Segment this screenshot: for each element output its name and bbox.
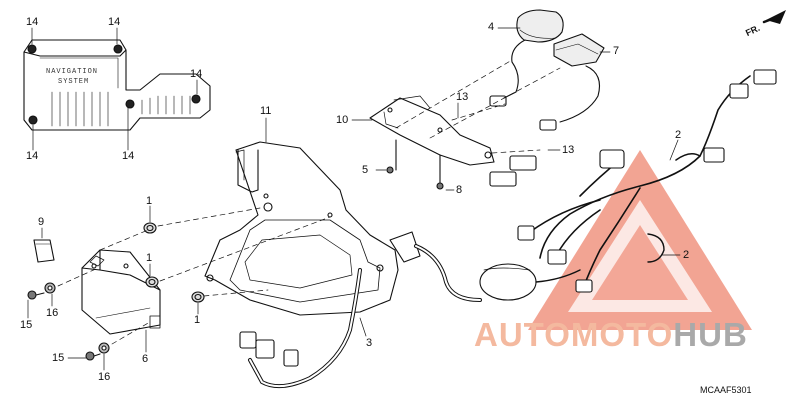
callout-16: 16: [98, 371, 111, 383]
callout-13: 13: [562, 144, 575, 156]
callout-1: 1: [194, 314, 201, 326]
plate-text-line1: NAVIGATION: [46, 68, 99, 76]
lower-harness: [239, 231, 581, 389]
callout-6: 6: [142, 353, 149, 365]
callout-4: 4: [488, 21, 495, 33]
callout-2: 2: [683, 249, 690, 261]
callout-7: 7: [613, 45, 620, 57]
diagram-part-code: MCAAF5301: [700, 385, 752, 395]
callout-15: 15: [52, 352, 65, 364]
plate-text-line2: SYSTEM: [58, 78, 90, 86]
callout-15: 15: [20, 319, 33, 331]
callout-9: 9: [38, 216, 45, 228]
callout-8: 8: [456, 184, 463, 196]
grommets: [143, 222, 205, 303]
dashed-leaders: [57, 59, 561, 345]
callout-10: 10: [336, 114, 349, 126]
screws-washers: [27, 282, 110, 361]
callout-14: 14: [122, 150, 135, 162]
callout-1: 1: [146, 195, 153, 207]
main-harness: [529, 75, 751, 287]
callout-16: 16: [46, 307, 59, 319]
watermark-brand-part1: AUTOMOTO: [474, 316, 674, 353]
watermark-text: AUTOMOTOHUB: [474, 318, 748, 351]
callout-13: 13: [456, 91, 469, 103]
harness-connectors: [489, 69, 777, 293]
gps-antenna: [489, 9, 564, 107]
sd-card: [33, 239, 55, 263]
callout-14: 14: [108, 16, 121, 28]
navigation-cover-plate: [23, 39, 211, 131]
callout-2: 2: [675, 129, 682, 141]
antenna-bracket: [369, 95, 495, 190]
antenna-module: [539, 33, 605, 131]
callout-1: 1: [146, 252, 153, 264]
navigation-bracket: [204, 141, 399, 316]
watermark-brand-part2: HUB: [673, 316, 748, 353]
callout-14: 14: [26, 150, 39, 162]
watermark-triangle: [528, 150, 752, 330]
callout-3: 3: [366, 337, 373, 349]
callout-leaders: [27, 27, 681, 371]
callout-11: 11: [260, 105, 272, 117]
front-direction-arrow: [762, 10, 786, 24]
callout-14: 14: [26, 16, 39, 28]
callout-14: 14: [190, 68, 203, 80]
callout-5: 5: [362, 164, 369, 176]
